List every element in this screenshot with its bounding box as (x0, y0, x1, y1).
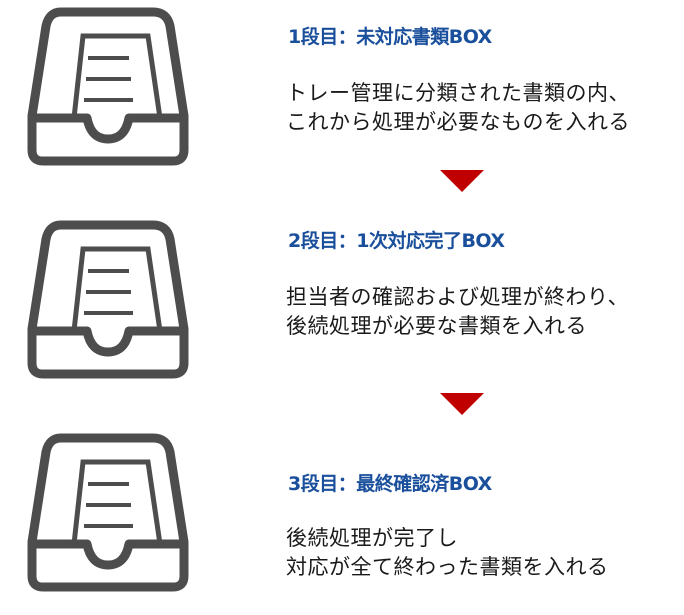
document-tray-icon (27, 7, 189, 166)
step-1-line-2: これから処理が必要なものを入れる (286, 110, 630, 134)
step-1-title: 1段目：未対応書類BOX (288, 26, 492, 48)
step-1-description: トレー管理に分類された書類の内、 これから処理が必要なものを入れる (286, 79, 630, 137)
step-1-line-1: トレー管理に分類された書類の内、 (286, 81, 630, 105)
step-3-description: 後続処理が完了し 対応が全て終わった書類を入れる (286, 524, 609, 582)
document-tray-icon (27, 220, 189, 379)
step-2-title: 2段目：1次対応完了BOX (288, 230, 505, 252)
step-2-description: 担当者の確認および処理が終わり、 後続処理が必要な書類を入れる (286, 283, 629, 341)
down-arrow-icon (440, 393, 484, 415)
step-3-line-1: 後続処理が完了し (286, 526, 458, 550)
step-2-line-2: 後続処理が必要な書類を入れる (286, 314, 587, 338)
step-3-line-2: 対応が全て終わった書類を入れる (286, 555, 609, 579)
step-3-title: 3段目：最終確認済BOX (288, 473, 492, 495)
step-2-line-1: 担当者の確認および処理が終わり、 (286, 285, 630, 309)
down-arrow-icon (440, 170, 484, 192)
document-tray-icon (27, 433, 189, 592)
